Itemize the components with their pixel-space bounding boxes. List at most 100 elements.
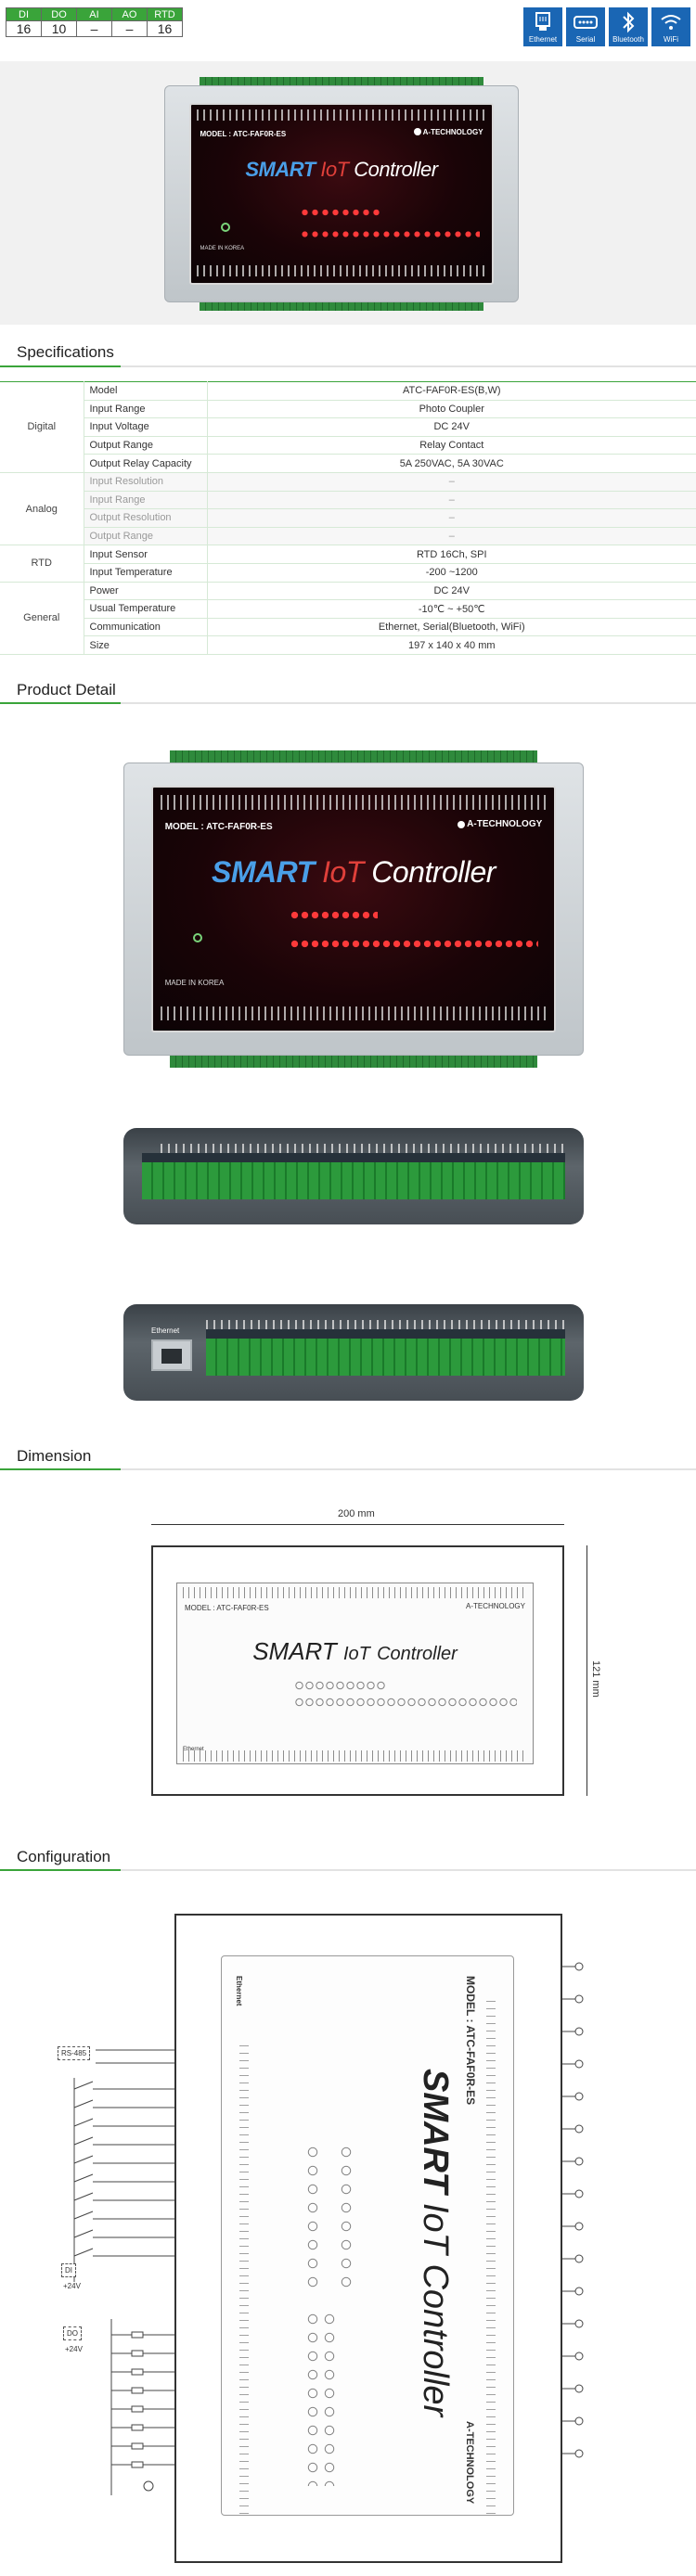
di-voltage-label: +24V	[63, 2282, 81, 2290]
comm-serial: Serial	[566, 7, 605, 46]
device-title-controller: Controller	[354, 158, 438, 182]
brand-logo-icon	[413, 128, 421, 136]
configuration-divider	[0, 1869, 696, 1871]
device-power-indicator	[221, 222, 231, 232]
io-header-rtd: RTD	[147, 7, 183, 21]
io-header-do: DO	[41, 7, 77, 21]
configuration-led-column-4	[323, 2310, 336, 2486]
dimension-led-row-2	[294, 1697, 517, 1708]
detail-pin-labels-top	[161, 795, 547, 810]
top-rail-pin-labels	[160, 1143, 566, 1155]
serial-icon	[574, 16, 598, 29]
dimension-title-controller: Controller	[377, 1644, 458, 1664]
dimension-height-label: 121 mm	[590, 1660, 601, 1698]
spec-item: Model	[84, 381, 208, 401]
dimension-title: SMART IoT Controller	[177, 1637, 533, 1666]
spec-row: Output Resolution–	[0, 508, 696, 528]
product-detail-heading: Product Detail	[17, 681, 116, 698]
spec-item: Usual Temperature	[84, 599, 208, 619]
dimension-title-iot: IoT	[342, 1644, 370, 1664]
dimension-model-label: MODEL : ATC-FAF0R-ES	[185, 1604, 269, 1612]
io-header-ao: AO	[111, 7, 148, 21]
spec-item: Power	[84, 581, 208, 601]
ethernet-port-icon	[151, 1339, 192, 1371]
bottom-rail-terminals	[206, 1329, 566, 1376]
spec-item: Input Range	[84, 400, 208, 419]
spec-value: ATC-FAF0R-ES(B,W)	[207, 381, 696, 401]
rs485-wires	[96, 2049, 174, 2064]
rtd-sensor-wires	[562, 1962, 584, 2458]
communication-icons: Ethernet Serial Bluetooth WiFi	[523, 7, 690, 46]
hero-device-image: MODEL : ATC-FAF0R-ES A-TECHNOLOGY SMART …	[164, 76, 519, 312]
comm-ethernet-label: Ethernet	[528, 35, 558, 44]
spec-item: Output Range	[84, 436, 208, 455]
specifications-heading: Specifications	[17, 343, 114, 361]
detail-title-iot: IoT	[322, 855, 364, 890]
spec-item: Communication	[84, 618, 208, 637]
comm-ethernet: Ethernet	[523, 7, 562, 46]
configuration-led-column-2	[340, 2143, 353, 2291]
device-title: SMART IoT Controller	[191, 158, 493, 182]
spec-value: –	[207, 508, 696, 528]
io-value-di: 16	[6, 20, 42, 37]
product-detail-device-image: MODEL : ATC-FAF0R-ES A-TECHNOLOGY SMART …	[123, 750, 584, 1068]
device-title-smart: SMART	[245, 158, 316, 182]
spec-item: Input Voltage	[84, 417, 208, 437]
io-header-di: DI	[6, 7, 42, 21]
device-terminal-bottom	[200, 302, 483, 312]
detail-terminal-bottom	[169, 1056, 538, 1068]
bottom-rail-pin-labels	[206, 1319, 566, 1331]
spec-value: Ethernet, Serial(Bluetooth, WiFi)	[207, 618, 696, 637]
ethernet-icon	[535, 12, 550, 31]
detail-title: SMART IoT Controller	[153, 855, 555, 890]
device-model-label: MODEL : ATC-FAF0R-ES	[200, 129, 287, 138]
detail-title-smart: SMART	[212, 855, 315, 890]
spec-value: –	[207, 527, 696, 546]
spec-value: 197 x 140 x 40 mm	[207, 635, 696, 655]
device-led-row-1	[299, 208, 384, 218]
spec-value: DC 24V	[207, 581, 696, 601]
spec-item: Output Range	[84, 527, 208, 546]
detail-front-panel: MODEL : ATC-FAF0R-ES A-TECHNOLOGY SMART …	[150, 786, 557, 1032]
comm-bluetooth: Bluetooth	[609, 7, 648, 46]
detail-brand-logo-icon	[458, 820, 466, 828]
device-title-iot: IoT	[320, 158, 349, 182]
spec-item: Size	[84, 635, 208, 655]
io-value-do: 10	[41, 20, 77, 37]
device-pin-labels-top	[197, 109, 486, 122]
spec-item: Output Resolution	[84, 508, 208, 528]
dimension-width-line	[151, 1524, 564, 1525]
dimension-height-line	[586, 1545, 587, 1796]
do-load-wires	[110, 2319, 174, 2495]
spec-value: DC 24V	[207, 417, 696, 437]
spec-value: -10℃ ~ +50℃	[207, 599, 696, 619]
detail-made-in: MADE IN KOREA	[164, 978, 225, 987]
dimension-divider	[0, 1468, 696, 1470]
dimension-led-row-1	[294, 1680, 387, 1691]
spec-value: –	[207, 471, 696, 492]
spec-item: Input Resolution	[84, 471, 208, 492]
spec-value: –	[207, 491, 696, 510]
configuration-led-column-1	[306, 2143, 319, 2291]
configuration-left-pin-column	[239, 2041, 249, 2514]
io-count-table: DI DO AI AO RTD 16 10 – – 16	[6, 7, 183, 37]
configuration-panel-drawing	[221, 1955, 514, 2516]
top-rail-terminals	[141, 1153, 566, 1199]
spec-value: RTD 16Ch, SPI	[207, 545, 696, 564]
do-tag: DO	[63, 2326, 82, 2340]
detail-led-row-1	[289, 909, 378, 922]
comm-serial-label: Serial	[575, 35, 596, 44]
spec-category: General	[0, 581, 84, 655]
device-terminal-top	[200, 76, 483, 85]
device-brand-text: A-TECHNOLOGY	[422, 127, 483, 136]
comm-wifi: WiFi	[651, 7, 690, 46]
spec-row: Input Range–	[0, 491, 696, 510]
rs485-tag: RS-485	[58, 2046, 91, 2060]
